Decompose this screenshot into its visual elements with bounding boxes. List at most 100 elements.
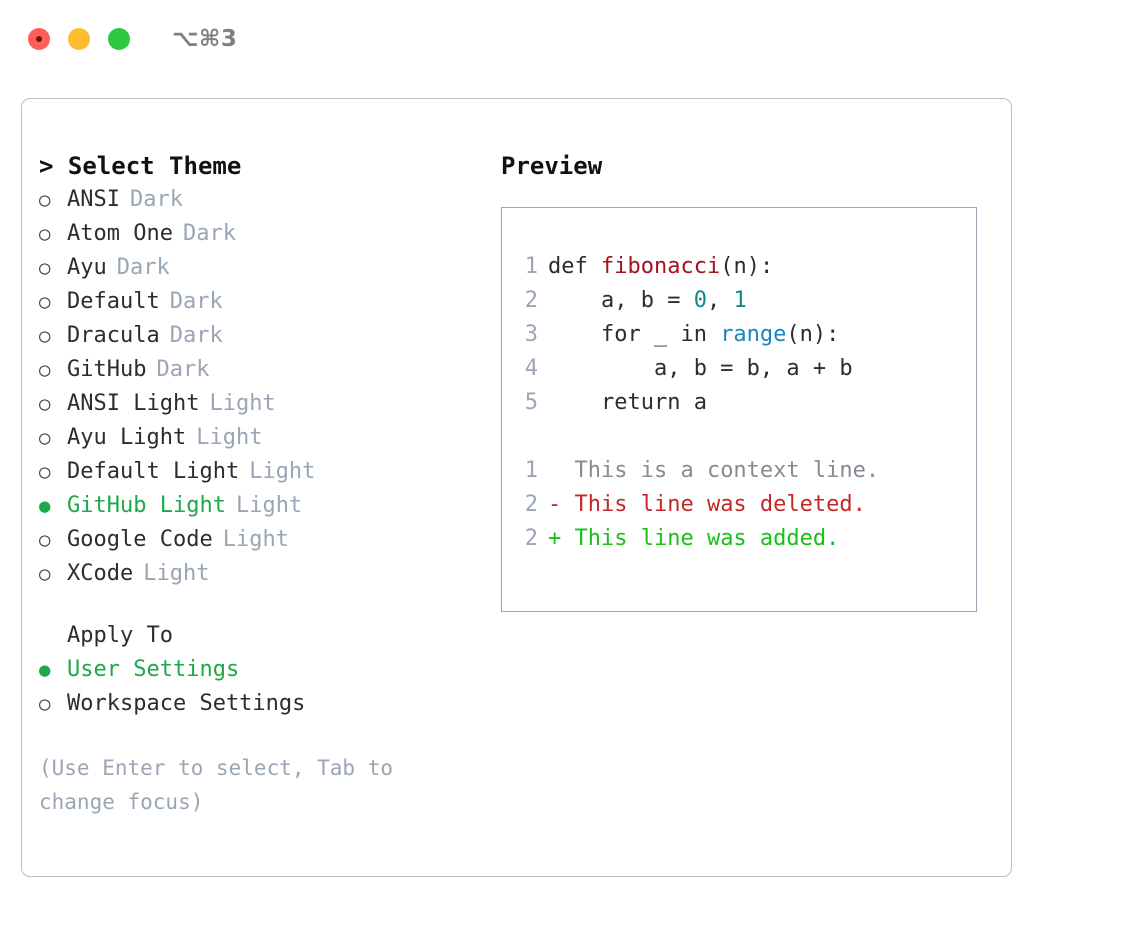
apply-to-option[interactable]: ● User Settings [39, 653, 479, 687]
zoom-window-icon[interactable] [108, 28, 130, 50]
theme-name-label: Default Light [67, 459, 240, 484]
theme-name-label: ANSI [67, 187, 120, 212]
line-number: 2 [524, 288, 538, 313]
diff-line: 2+ This line was added. [502, 522, 976, 556]
theme-list-item[interactable]: ○ ANSI Light Light [39, 387, 479, 421]
code-token: fibonacci [600, 254, 721, 279]
code-line: 5 return a [502, 386, 976, 420]
radio-unselected-icon[interactable]: ○ [39, 461, 51, 483]
apply-to-section: Apply To ● User Settings ○ Workspace Settin… [39, 619, 479, 721]
radio-selected-icon[interactable]: ● [39, 659, 51, 681]
line-number: 5 [524, 390, 538, 415]
code-token: range [720, 322, 787, 347]
theme-list-item[interactable]: ○ Dracula Dark [39, 319, 479, 353]
radio-unselected-icon[interactable]: ○ [39, 393, 51, 415]
theme-variant-label: Dark [169, 323, 223, 348]
radio-selected-icon[interactable]: ● [39, 495, 51, 517]
radio-unselected-icon[interactable]: ○ [39, 563, 51, 585]
select-theme-heading: > Select Theme [39, 149, 479, 183]
code-token: a, b = b, a + b [548, 356, 853, 381]
theme-name-label: ANSI Light [67, 391, 200, 416]
prompt-caret-icon: > [39, 152, 54, 180]
radio-unselected-icon[interactable]: ○ [39, 223, 51, 245]
radio-unselected-icon[interactable]: ○ [39, 325, 51, 347]
keyboard-hint-text: (Use Enter to select, Tab to change focu… [39, 756, 406, 814]
line-number: 4 [524, 356, 538, 381]
theme-name-label: Default [67, 289, 160, 314]
diff-sign: + [548, 526, 562, 551]
minimize-window-icon[interactable] [68, 28, 90, 50]
diff-sign: - [548, 492, 562, 517]
code-token: , [706, 288, 734, 313]
theme-name-label: GitHub Light [67, 493, 226, 518]
apply-to-option[interactable]: ○ Workspace Settings [39, 687, 479, 721]
line-number: 2 [524, 526, 538, 551]
theme-variant-label: Dark [129, 187, 183, 212]
theme-name-label: Dracula [67, 323, 160, 348]
code-token: for _ in [548, 322, 721, 347]
apply-to-label: User Settings [67, 657, 240, 682]
preview-heading: Preview [501, 152, 603, 180]
diff-line: 2- This line was deleted. [502, 488, 976, 522]
code-line: 2 a, b = 0, 1 [502, 284, 976, 318]
code-token: 0 [693, 288, 707, 313]
diff-sample: 1 This is a context line.2- This line wa… [502, 454, 976, 556]
theme-list-item[interactable]: ○ ANSI Dark [39, 183, 479, 217]
apply-to-label: Workspace Settings [67, 691, 306, 716]
theme-name-label: GitHub [67, 357, 147, 382]
line-number: 1 [524, 458, 538, 483]
code-token: def [548, 254, 601, 279]
theme-list-item[interactable]: ○ Ayu Light Light [39, 421, 479, 455]
theme-name-label: Atom One [67, 221, 173, 246]
code-text: def fibonacci(n): [548, 250, 773, 284]
theme-variant-label: Dark [116, 255, 170, 280]
radio-unselected-icon[interactable]: ○ [39, 257, 51, 279]
theme-name-label: Ayu [67, 255, 107, 280]
radio-unselected-icon[interactable]: ○ [39, 291, 51, 313]
theme-variant-label: Light [209, 391, 276, 416]
diff-text: This line was deleted. [561, 492, 866, 517]
code-token: return a [548, 390, 707, 415]
traffic-light-buttons [28, 28, 130, 50]
code-text: a, b = b, a + b [548, 352, 853, 386]
radio-unselected-icon[interactable]: ○ [39, 359, 51, 381]
select-theme-heading-label: Select Theme [67, 152, 242, 180]
window-titlebar: ⌥⌘3 [0, 0, 1140, 78]
radio-unselected-icon[interactable]: ○ [39, 693, 51, 715]
diff-text: This is a context line. [561, 458, 880, 483]
line-number: 1 [524, 254, 538, 279]
line-number: 3 [524, 322, 538, 347]
close-window-icon[interactable] [28, 28, 50, 50]
window-title: ⌥⌘3 [172, 26, 238, 52]
code-line: 4 a, b = b, a + b [502, 352, 976, 386]
radio-unselected-icon[interactable]: ○ [39, 529, 51, 551]
theme-variant-label: Dark [156, 357, 210, 382]
apply-to-list[interactable]: ● User Settings ○ Workspace Settings [39, 653, 479, 721]
code-line: 3 for _ in range(n): [502, 318, 976, 352]
theme-name-label: Ayu Light [67, 425, 187, 450]
theme-list-item[interactable]: ○ Ayu Dark [39, 251, 479, 285]
diff-line: 1 This is a context line. [502, 454, 976, 488]
diff-sign [548, 454, 561, 488]
radio-unselected-icon[interactable]: ○ [39, 189, 51, 211]
theme-list-item[interactable]: ○ GitHub Dark [39, 353, 479, 387]
theme-variant-label: Light [222, 527, 289, 552]
apply-to-heading: Apply To [67, 623, 173, 648]
code-text: a, b = 0, 1 [548, 284, 747, 318]
theme-name-label: XCode [67, 561, 134, 586]
code-token: a, b = [548, 288, 694, 313]
theme-variant-label: Light [196, 425, 263, 450]
radio-unselected-icon[interactable]: ○ [39, 427, 51, 449]
